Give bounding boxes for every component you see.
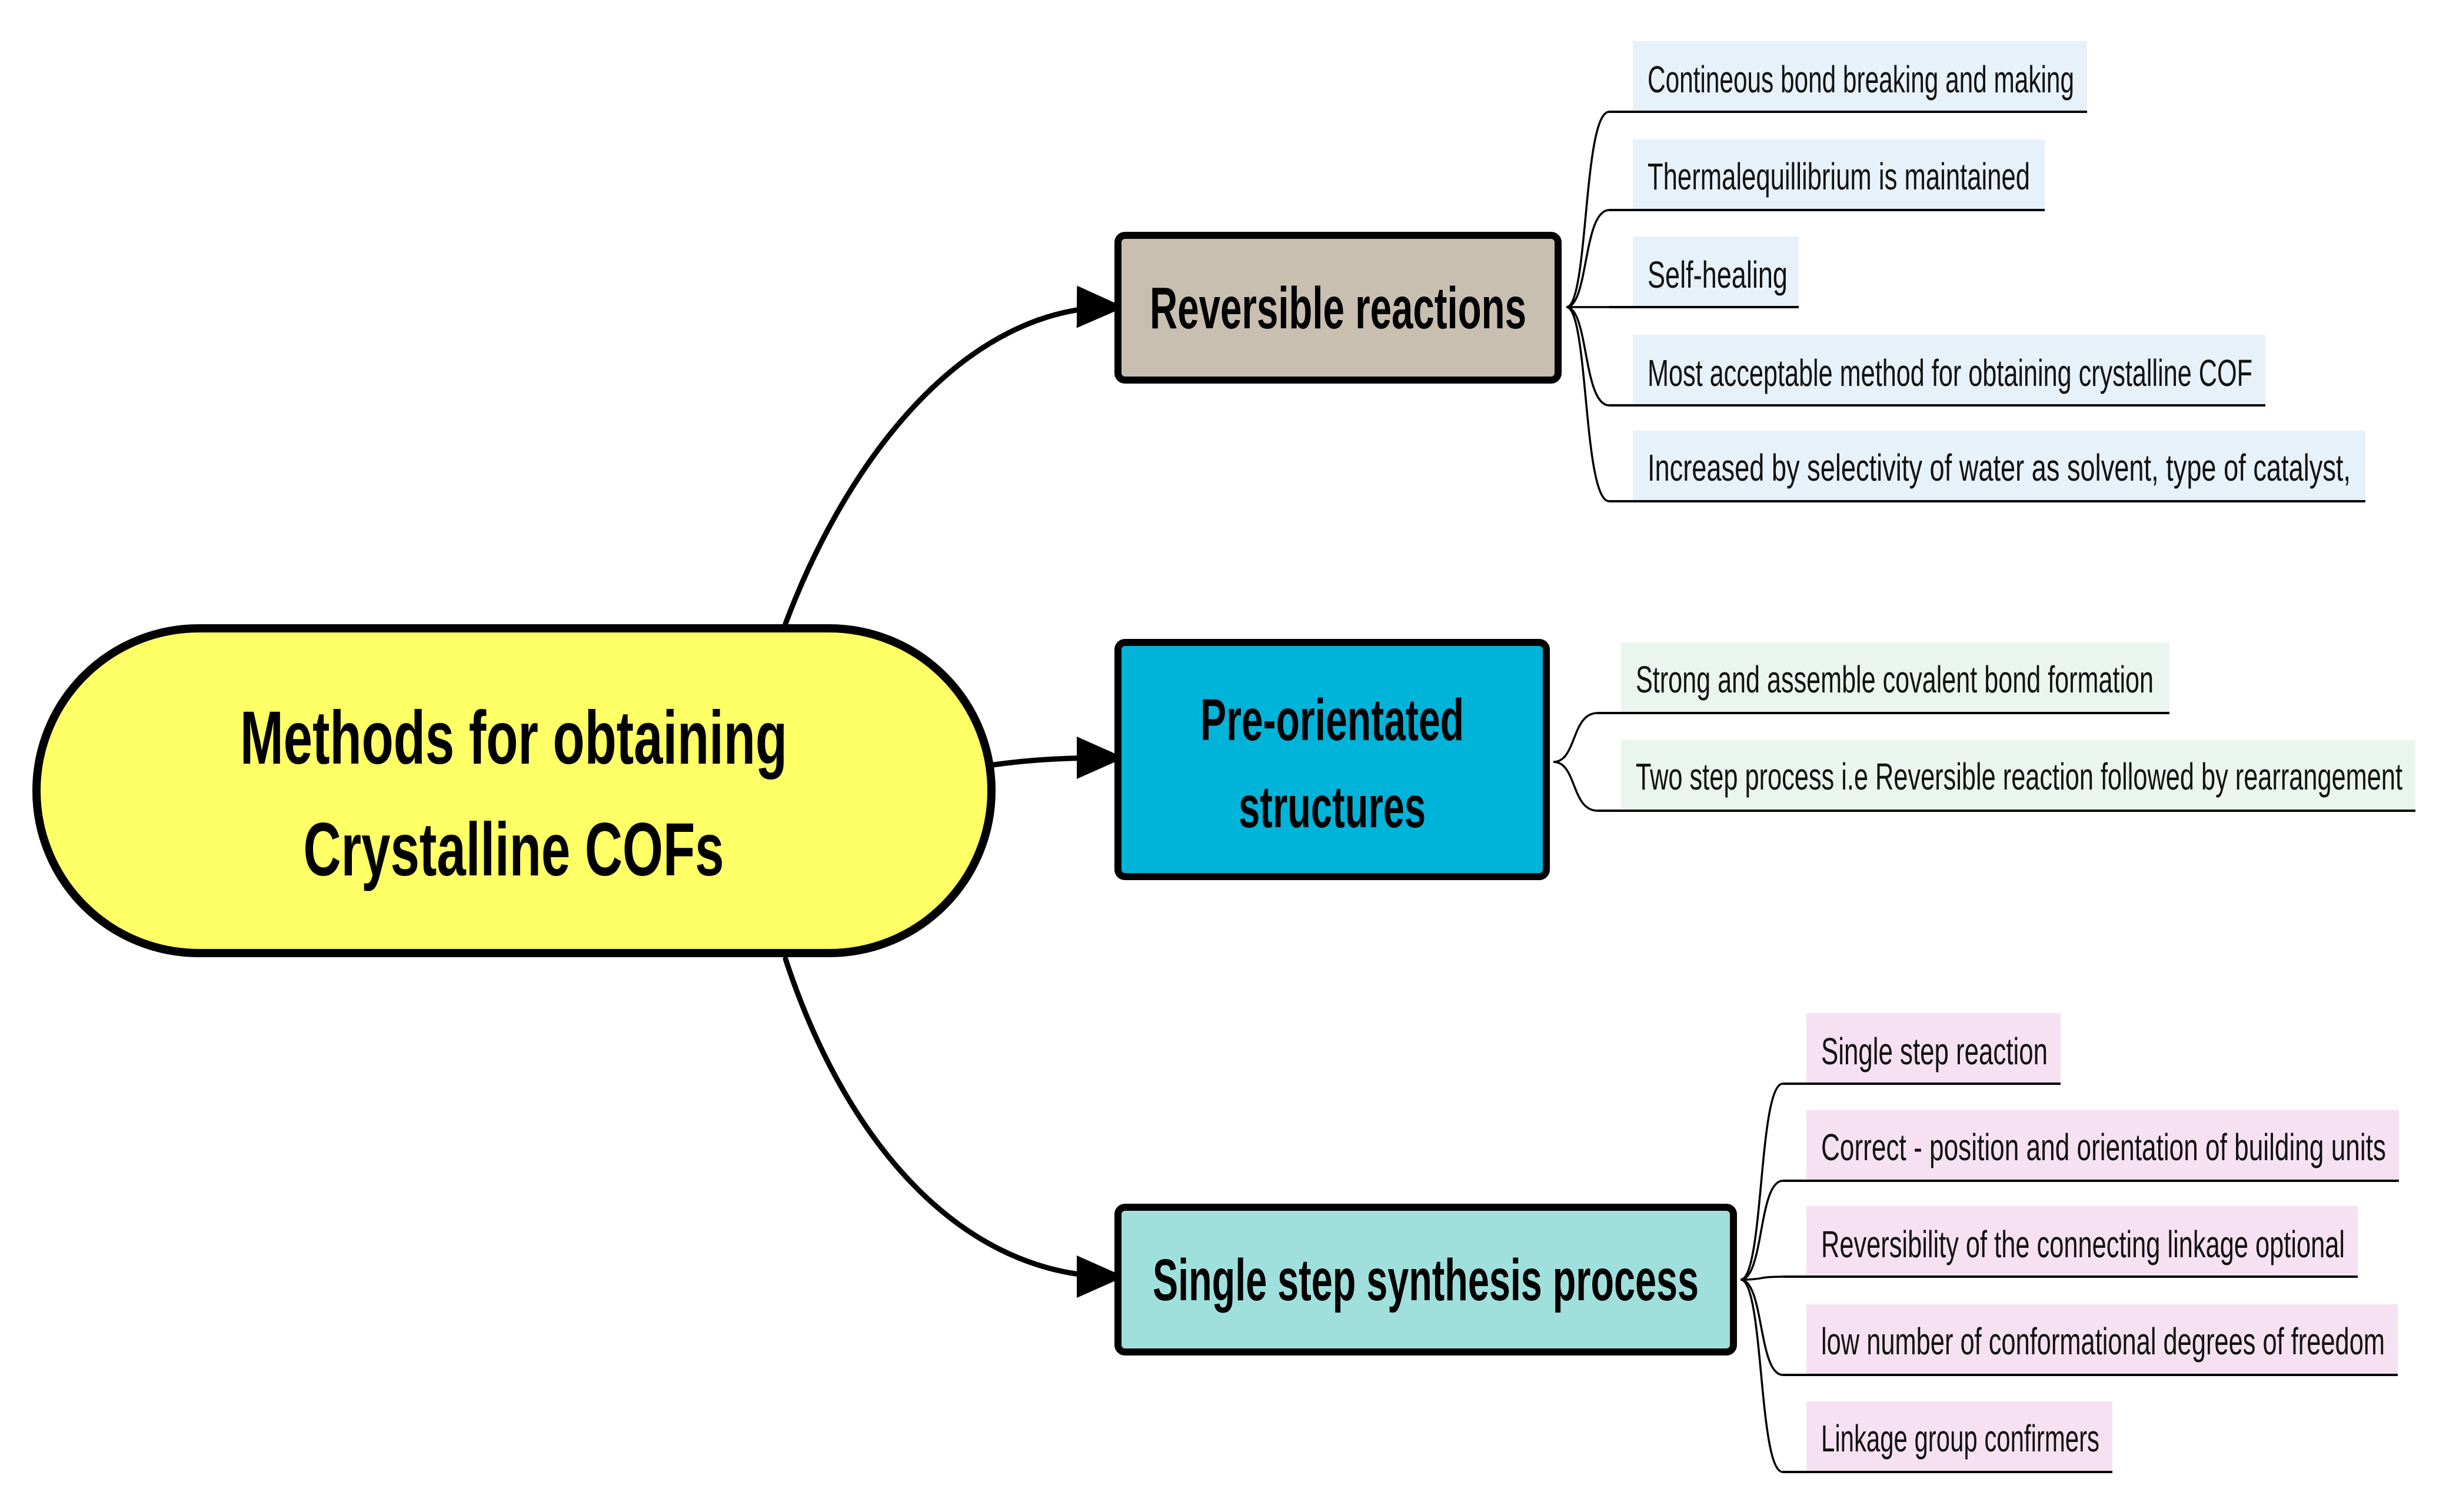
leaf-background bbox=[1633, 335, 2265, 405]
leaf-background bbox=[1806, 1013, 2061, 1084]
leaf-text: Most acceptable method for obtaining cry… bbox=[1648, 352, 2252, 394]
leaf-background bbox=[1633, 237, 1799, 307]
single-step-synthesis-title: Single step synthesis process bbox=[1153, 1247, 1699, 1313]
leaf-connector-reversible-4 bbox=[1566, 306, 1610, 407]
leaf-text: Contineous bond breaking and making bbox=[1648, 58, 2074, 101]
leaf-text: Reversibility of the connecting linkage … bbox=[1821, 1223, 2345, 1265]
leaf-text: Correct - position and orientation of bu… bbox=[1821, 1126, 2386, 1168]
preorientated-item-2: Two step process i.e Reversible reaction… bbox=[1598, 740, 2415, 812]
leaf-text: Thermalequillibrium is maintained bbox=[1648, 155, 2030, 198]
leaf-background bbox=[1633, 139, 2045, 210]
leaf-connector-single-step-4 bbox=[1740, 1278, 1783, 1376]
edge-root-single-step bbox=[783, 956, 1124, 1298]
reversible-item-3: Self-healing bbox=[1609, 237, 1799, 308]
preorientated-title-line-2: structures bbox=[1239, 774, 1426, 840]
edge-root-reversible bbox=[783, 285, 1124, 627]
root-node-shape bbox=[32, 624, 996, 957]
preorientated-item-1: Strong and assemble covalent bond format… bbox=[1598, 642, 2169, 714]
leaf-background bbox=[1633, 41, 2087, 112]
leaf-connector-preorientated-1 bbox=[1553, 712, 1598, 763]
single-step-synthesis-node-shape bbox=[1114, 1204, 1737, 1356]
reversible-reactions-title: Reversible reactions bbox=[1150, 275, 1526, 341]
root-title-line-1: Methods for obtaining bbox=[240, 696, 787, 780]
single-step-item-2: Correct - position and orientation of bu… bbox=[1783, 1110, 2399, 1182]
branch-reversible-reactions: Reversible reactions Contineous bond bre… bbox=[1114, 41, 2365, 502]
leaf-text: Linkage group confirmers bbox=[1821, 1417, 2099, 1460]
leaf-text: Increased by selectivity of water as sol… bbox=[1648, 447, 2351, 489]
root-connectors bbox=[783, 285, 1124, 1298]
single-step-item-5: Linkage group confirmers bbox=[1783, 1401, 2112, 1473]
reversible-item-4: Most acceptable method for obtaining cry… bbox=[1609, 335, 2265, 407]
branch-preorientated-structures: Pre-orientated structures Strong and ass… bbox=[1114, 639, 2415, 880]
leaf-background bbox=[1621, 642, 2169, 713]
reversible-item-5: Increased by selectivity of water as sol… bbox=[1609, 431, 2365, 502]
leaf-text: Self-healing bbox=[1648, 254, 1788, 296]
leaf-connector-single-step-5 bbox=[1740, 1278, 1783, 1473]
leaf-connector-single-step-1 bbox=[1740, 1083, 1783, 1281]
branch-single-step-synthesis: Single step synthesis process Single ste… bbox=[1114, 1013, 2399, 1473]
leaf-connector-reversible-2 bbox=[1566, 209, 1610, 308]
reversible-reactions-node-shape bbox=[1114, 232, 1562, 384]
leaf-connector-single-step-3 bbox=[1740, 1275, 1783, 1281]
leaf-background bbox=[1806, 1206, 2358, 1277]
leaf-background bbox=[1806, 1304, 2398, 1375]
reversible-item-1: Contineous bond breaking and making bbox=[1609, 41, 2087, 113]
leaf-background bbox=[1806, 1110, 2399, 1181]
single-step-item-1: Single step reaction bbox=[1783, 1013, 2061, 1085]
leaf-text: Strong and assemble covalent bond format… bbox=[1636, 658, 2154, 701]
single-step-item-4: low number of conformational degrees of … bbox=[1783, 1304, 2398, 1376]
reversible-item-2: Thermalequillibrium is maintained bbox=[1609, 139, 2045, 211]
leaf-text: Two step process i.e Reversible reaction… bbox=[1636, 755, 2402, 798]
preorientated-title-line-1: Pre-orientated bbox=[1200, 687, 1464, 753]
preorientated-structures-node-shape bbox=[1114, 639, 1550, 880]
leaf-text: Single step reaction bbox=[1821, 1030, 2048, 1073]
leaf-connector-reversible-5 bbox=[1566, 306, 1610, 502]
single-step-item-3: Reversibility of the connecting linkage … bbox=[1783, 1206, 2358, 1278]
root-node: Methods for obtaining Crystalline COFs bbox=[32, 624, 996, 957]
leaf-connector-single-step-2 bbox=[1740, 1180, 1783, 1281]
root-title-line-2: Crystalline COFs bbox=[304, 808, 724, 892]
leaf-text: low number of conformational degrees of … bbox=[1821, 1320, 2385, 1363]
edge-root-preorientated bbox=[990, 737, 1124, 780]
leaf-background bbox=[1806, 1401, 2112, 1472]
leaf-background bbox=[1633, 431, 2365, 501]
leaf-connector-preorientated-2 bbox=[1553, 761, 1598, 812]
leaf-background bbox=[1621, 740, 2415, 811]
leaf-connector-reversible-1 bbox=[1566, 111, 1610, 308]
